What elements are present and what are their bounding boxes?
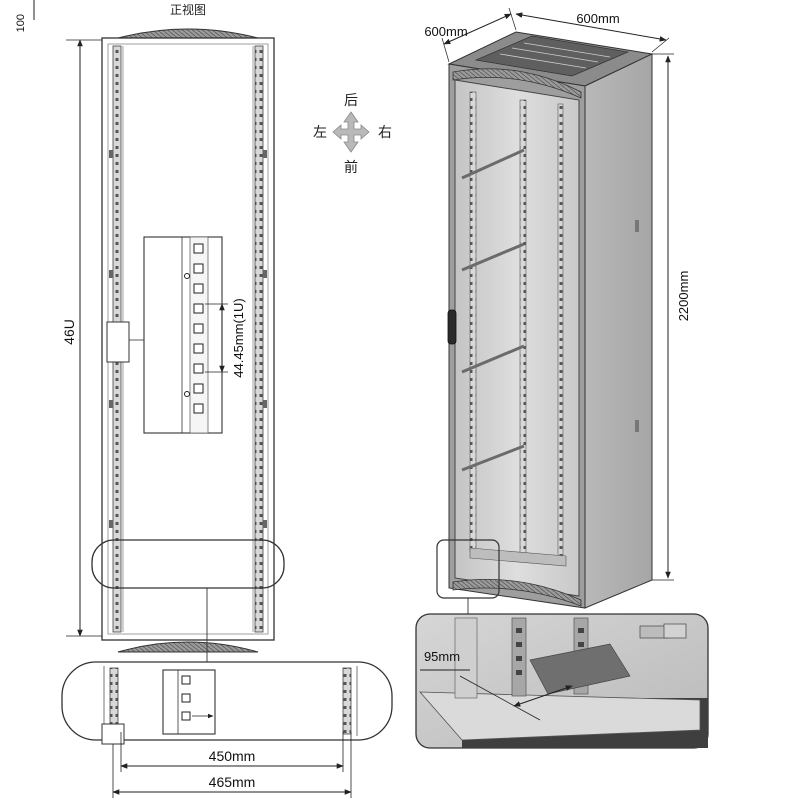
top-vent-hood [117,28,259,39]
direction-left-label: 左 [313,125,327,141]
detail-offset-label: 95mm [424,649,460,664]
side-panel-hinge-top [635,220,639,232]
height-units-label: 46U [61,319,77,345]
depth-ext-front [441,37,450,63]
bottom-callout-marker [91,539,285,589]
zoom-square-holes [193,243,204,414]
width-label: 600mm [576,11,619,26]
zoom-round-holes [184,273,190,397]
depth-ext-back [508,7,517,31]
side-latch [106,321,130,363]
cabinet-side-panel [584,53,653,609]
rail-spacing-label: 450mm [209,748,256,764]
direction-cross-arrows [332,111,370,153]
cabinet-bottom-vent-3d [452,578,582,607]
cabinet-3d-view: 600mm 600mm 2200mm 95m [415,7,709,749]
front-view: 100 正视图 46U [15,0,393,798]
direction-indicator: 后 左 右 前 [313,93,392,176]
inner-rail-rear [557,103,564,565]
inner-floor-plate [469,547,567,567]
width-ext-right [651,37,670,53]
inner-rail-left [469,91,477,553]
cabinet-glass-door [454,79,580,597]
width-dim-line [515,12,667,42]
outer-width-label: 465mm [209,774,256,790]
inner-rail-right [519,99,527,561]
detail-offset-dim-line [513,685,573,707]
plan-right-rail [342,667,352,735]
rail-clips [109,150,267,528]
detail-cabinet-base [419,691,701,741]
rack-unit-zoom-box [143,236,223,434]
bottom-vent-hood [117,641,259,653]
corner-mark-label: 100 [15,14,27,32]
inner-crossbars [461,148,525,472]
side-panel-hinge-bottom [635,420,639,432]
plan-detail-box [61,661,393,741]
right-mounting-rail [254,45,264,633]
plan-hole-a [181,675,191,685]
plan-hole-b [181,693,191,703]
cabinet-height-label: 2200mm [676,271,691,322]
detail-mesh-grille [529,643,631,695]
direction-back-label: 后 [344,93,358,109]
depth-label: 600mm [424,24,467,39]
depth-dim-line [443,13,512,45]
door-handle [447,309,457,345]
front-view-title: 正视图 [170,2,206,17]
cabinet-top-cutout [474,35,630,77]
cabinet-bottom-detail: 95mm [415,613,709,749]
plan-hole-c [181,711,191,721]
detail-clip-b [663,623,687,639]
detail-front-post [454,617,478,699]
detail-offset-guide-2 [459,675,541,721]
top-cutout-slots [499,42,611,69]
direction-right-label: 右 [378,125,392,141]
direction-front-label: 前 [344,159,358,176]
cabinet-top-vent-3d [452,68,582,99]
unit-pitch-label: 44.45mm(1U) [231,298,246,377]
